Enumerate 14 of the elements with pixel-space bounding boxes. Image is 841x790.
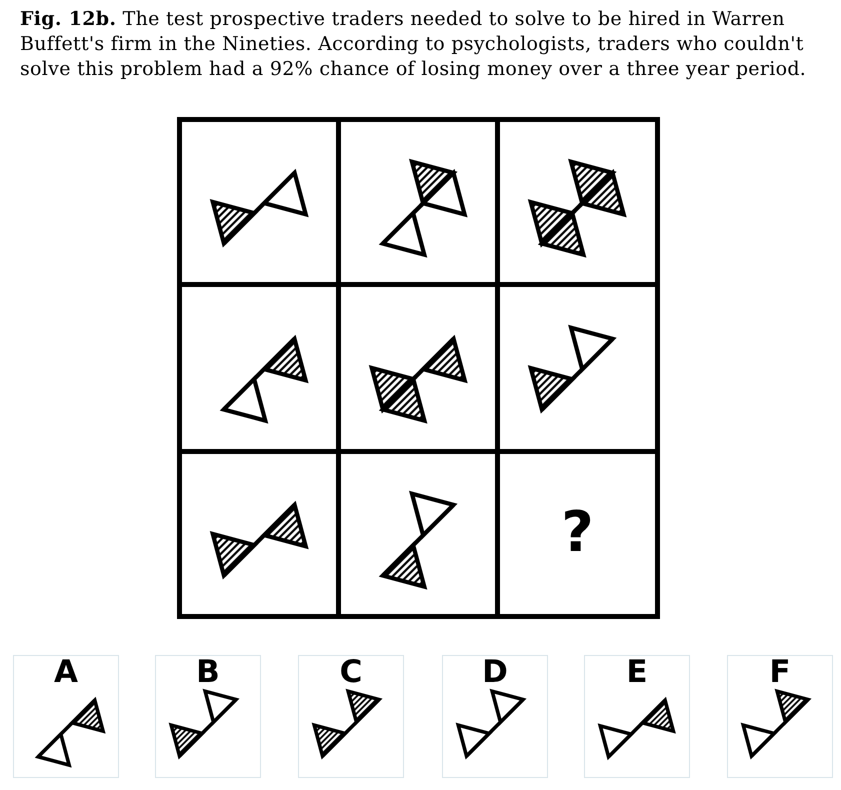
option-letter: F: [768, 656, 792, 689]
answer-choice-card: [584, 655, 690, 778]
option-letter: D: [481, 656, 509, 689]
answer-choice-card: [442, 655, 548, 778]
answer-choice-card: [298, 655, 404, 778]
option-letter: B: [195, 656, 221, 689]
answer-choice-card: [155, 655, 261, 778]
option-letter: C: [338, 656, 364, 689]
option-letter: A: [53, 656, 79, 689]
answer-choice-card: [727, 655, 833, 778]
answer-choice-card: [13, 655, 119, 778]
figure-caption: Fig. 12b. The test prospective traders needed to solve to be hired in Warren Buffett's firm in the Nineties. According to psychologists, traders who couldn't solve this problem had a 92% chance of losing money over a three year period.: [20, 7, 808, 82]
question-mark: ?: [560, 503, 595, 562]
option-letter: E: [625, 656, 649, 689]
